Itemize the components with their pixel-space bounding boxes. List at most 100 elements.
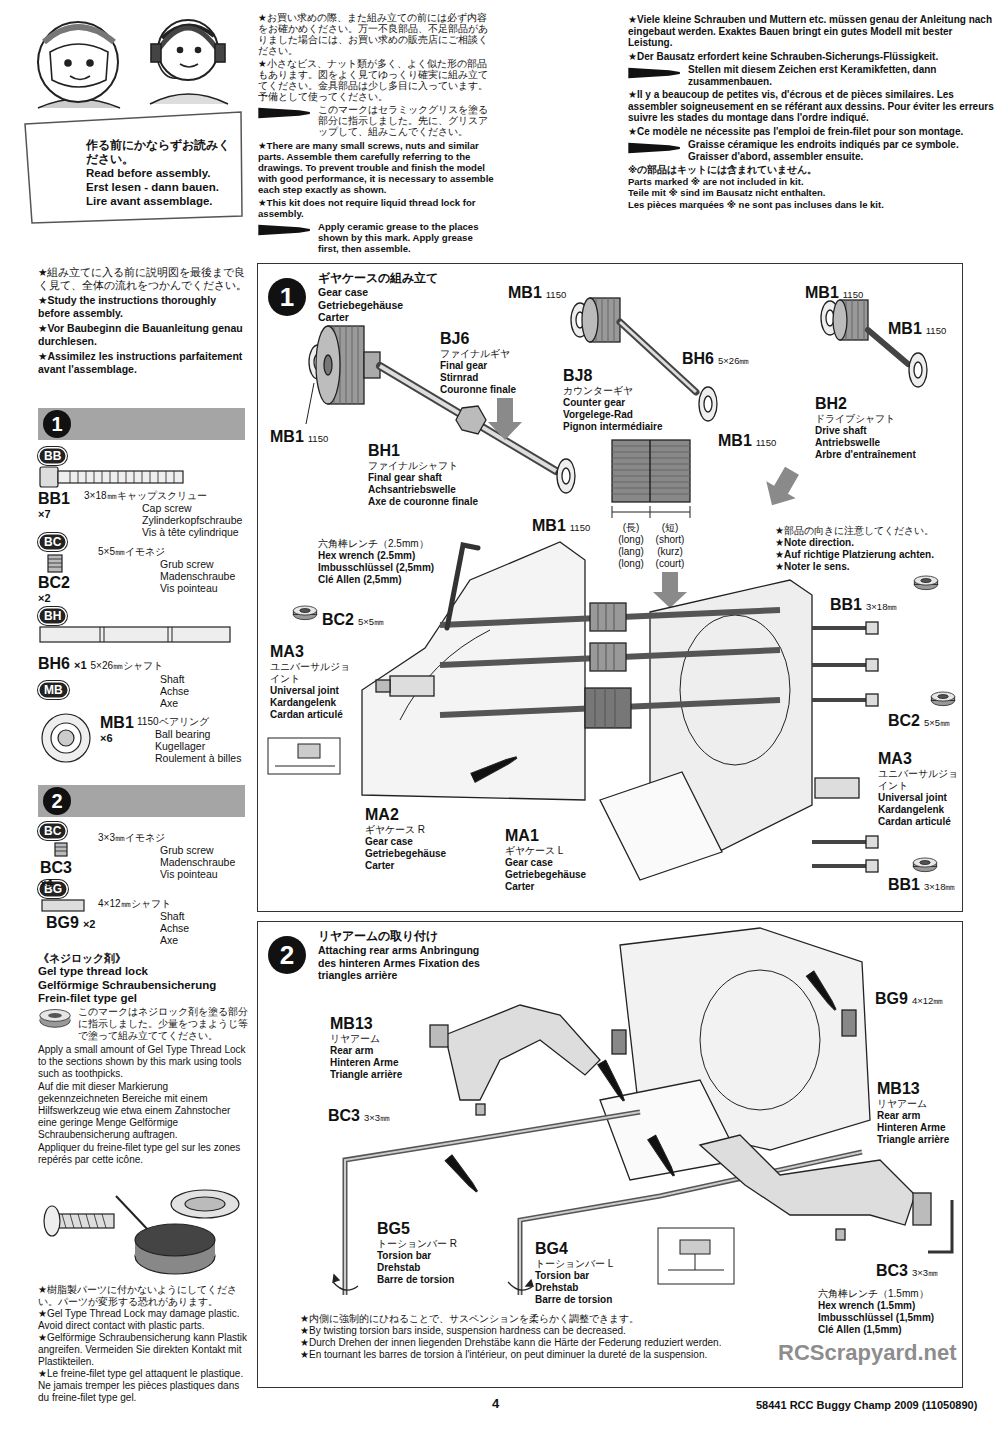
part-name: Antriebswelle bbox=[815, 437, 960, 449]
label-row: BB13×18㎜ bbox=[830, 596, 920, 614]
note-text: ★Gel Type Thread Lock may damage plastic… bbox=[38, 1308, 248, 1332]
note-text: ★Durch Drehen der innen liegenden Drehst… bbox=[300, 1337, 770, 1349]
note-text: Appliquer du freine-filet type gel sur l… bbox=[38, 1142, 248, 1166]
step-circle: 1 bbox=[43, 410, 71, 438]
part-name: Clé Allen (1,5mm) bbox=[818, 1324, 960, 1336]
label-group: BC2×2 bbox=[38, 574, 94, 605]
heading-text: 1 bbox=[268, 278, 306, 316]
part-name: Achsantriebswelle bbox=[368, 484, 518, 496]
heading-text: 2 bbox=[268, 936, 306, 974]
note-text: ★Viele kleine Schrauben und Muttern etc.… bbox=[628, 14, 994, 49]
part-name: Kugellager bbox=[155, 740, 252, 752]
bag-tag: BH bbox=[38, 607, 67, 625]
size-label: 1150 bbox=[843, 289, 863, 301]
heading-text: 1 bbox=[43, 410, 71, 438]
size-label: 4×12㎜ bbox=[912, 995, 943, 1007]
label-group: 3×3㎜イモネジGrub screwMadenschraubeVis point… bbox=[98, 832, 253, 880]
rear-arm-drawing bbox=[333, 928, 952, 1295]
part-name: Barre de torsion bbox=[535, 1294, 647, 1306]
note-text: ★樹脂製パーツに付かないようにしてください。パーツが変形する恐れがあります。 bbox=[38, 1284, 248, 1308]
part-name: ★部品の向きに注意してください。 bbox=[775, 525, 960, 537]
part-name: ユニバーサルジョイント bbox=[270, 661, 355, 685]
part-code: BG9 bbox=[875, 990, 908, 1008]
part-name: ギヤケース R bbox=[365, 824, 475, 836]
label-row: MB11150 bbox=[270, 428, 350, 446]
part-code: MB13 bbox=[330, 1015, 430, 1033]
label-row: BB1 3×18㎜ bbox=[888, 876, 960, 894]
part-code: BB1 bbox=[888, 876, 920, 894]
note-text: ★This kit does not require liquid thread… bbox=[258, 197, 496, 219]
part-name: Drehstab bbox=[377, 1262, 489, 1274]
part-name: Hex wrench (2.5mm) bbox=[318, 550, 463, 562]
part-name: 六角棒レンチ（1.5mm） bbox=[818, 1288, 960, 1300]
label-group: MB11150 bbox=[718, 432, 798, 450]
label-row: BG9 ×2 bbox=[46, 914, 96, 932]
part-name: Vis pointeau bbox=[160, 868, 253, 880]
step-band: 2 bbox=[38, 785, 245, 817]
part-code: BB1 bbox=[38, 490, 82, 508]
note-text: Stellen mit diesem Zeichen erst Keramikf… bbox=[688, 64, 994, 87]
part-name: 六角棒レンチ（2.5mm） bbox=[318, 538, 463, 550]
label-group: MA3ユニバーサルジョイントUniversal jointKardangelen… bbox=[270, 643, 355, 721]
heading-text: BC bbox=[44, 824, 61, 838]
notice-board: 作る前にかならずお読みください。Read before assembly.Ers… bbox=[22, 108, 244, 226]
step-band: 1 bbox=[38, 408, 245, 440]
grease-mark bbox=[258, 105, 312, 121]
part-code: MB1 bbox=[888, 320, 922, 338]
part-code: BC3 bbox=[40, 859, 94, 877]
label-row: MB11150 bbox=[805, 284, 885, 302]
size-label: 1150 bbox=[570, 522, 590, 534]
label-group: 58441 RCC Buggy Champ 2009 (11050890) bbox=[756, 1398, 996, 1412]
note-text: このマークはセラミックグリスを塗る部分に指示しました。先に、グリスアップして、組… bbox=[318, 104, 496, 137]
size-label: 5×5㎜ bbox=[924, 717, 950, 729]
part-name: Hinteren Arme bbox=[330, 1057, 430, 1069]
note-text: Apply ceramic grease to the places shown… bbox=[318, 221, 496, 254]
label-group: MA1ギヤケース LGear caseGetriebegehäuseCarter bbox=[505, 827, 615, 893]
part-code: BG9 bbox=[46, 914, 79, 932]
label-group: 六角棒レンチ（2.5mm）Hex wrench (2.5mm)Imbusschl… bbox=[318, 538, 463, 586]
part-name: Imbusschlüssel (2,5mm) bbox=[318, 562, 463, 574]
part-name: Torsion bar bbox=[535, 1270, 647, 1282]
label-row: MB11150 bbox=[532, 517, 612, 535]
part-code: MA2 bbox=[365, 806, 475, 824]
part-name: ギヤケース L bbox=[505, 845, 615, 857]
part-name: Gear case bbox=[505, 857, 615, 869]
label-group: ★樹脂製パーツに付かないようにしてください。パーツが変形する恐れがあります。★G… bbox=[38, 1284, 248, 1404]
heading-text: リヤアームの取り付け bbox=[318, 929, 493, 944]
label-group: ★お買い求めの際、また組み立ての前には必ず内容をお確かめください。万一不良部品、… bbox=[258, 12, 496, 256]
part-name: Vorgelege-Rad bbox=[563, 409, 683, 421]
label-row: BC25×5㎜ bbox=[888, 712, 958, 730]
sub-text: Read before assembly. bbox=[86, 166, 238, 180]
note-text: ★Gelförmige Schraubensicherung kann Plas… bbox=[38, 1332, 248, 1368]
part-code: MB1 bbox=[100, 714, 136, 732]
size-label: 3×3㎜ bbox=[364, 1112, 390, 1124]
part-name: Kardangelenk bbox=[270, 697, 355, 709]
part-name: Axe de couronne finale bbox=[368, 496, 518, 508]
label-group: MB13リヤアームRear armHinteren ArmeTriangle a… bbox=[877, 1080, 961, 1146]
label-group: BH6×15×26㎜シャフトShaftAchseAxe bbox=[38, 655, 250, 709]
part-name: Madenschraube bbox=[160, 570, 253, 582]
label-group: 4×12㎜シャフトShaftAchseAxe bbox=[98, 898, 253, 946]
label-row: BC25×5㎜ bbox=[322, 611, 402, 629]
note-text: ★Study the instructions thoroughly befor… bbox=[38, 294, 248, 319]
part-name: Hex wrench (1.5mm) bbox=[818, 1300, 960, 1312]
part-name: ★Auf richtige Platzierung achten. bbox=[775, 549, 960, 561]
icon-note: Stellen mit diesem Zeichen erst Keramikf… bbox=[628, 64, 994, 87]
part-name: Grub screw bbox=[160, 558, 253, 570]
part-code: MA3 bbox=[270, 643, 355, 661]
label-group: 《ネジロック剤》Gel type thread lockGelförmige S… bbox=[38, 952, 248, 1167]
icon-note: Apply ceramic grease to the places shown… bbox=[258, 221, 496, 254]
part-name: ユニバーサルジョイント bbox=[878, 768, 960, 792]
sub-text: Erst lesen - dann bauen. bbox=[86, 180, 238, 194]
part-code: MB13 bbox=[877, 1080, 961, 1098]
part-name: トーションバー R bbox=[377, 1238, 489, 1250]
part-name: Vis pointeau bbox=[160, 582, 253, 594]
quantity: ×2 bbox=[83, 918, 96, 931]
label-group: BG9 4×12㎜ bbox=[875, 990, 960, 1008]
size-label: 3×18㎜ bbox=[924, 881, 955, 893]
note-text: Auf die mit dieser Markierung gekennzeic… bbox=[38, 1081, 248, 1141]
note-text: ★内側に強制的にひねることで、サスペンションを柔らかく調整できます。 bbox=[300, 1313, 770, 1325]
label-group: MB11150 bbox=[508, 284, 588, 302]
part-name: 1150ベアリング bbox=[137, 716, 252, 728]
heading-text: 2 bbox=[43, 787, 71, 815]
